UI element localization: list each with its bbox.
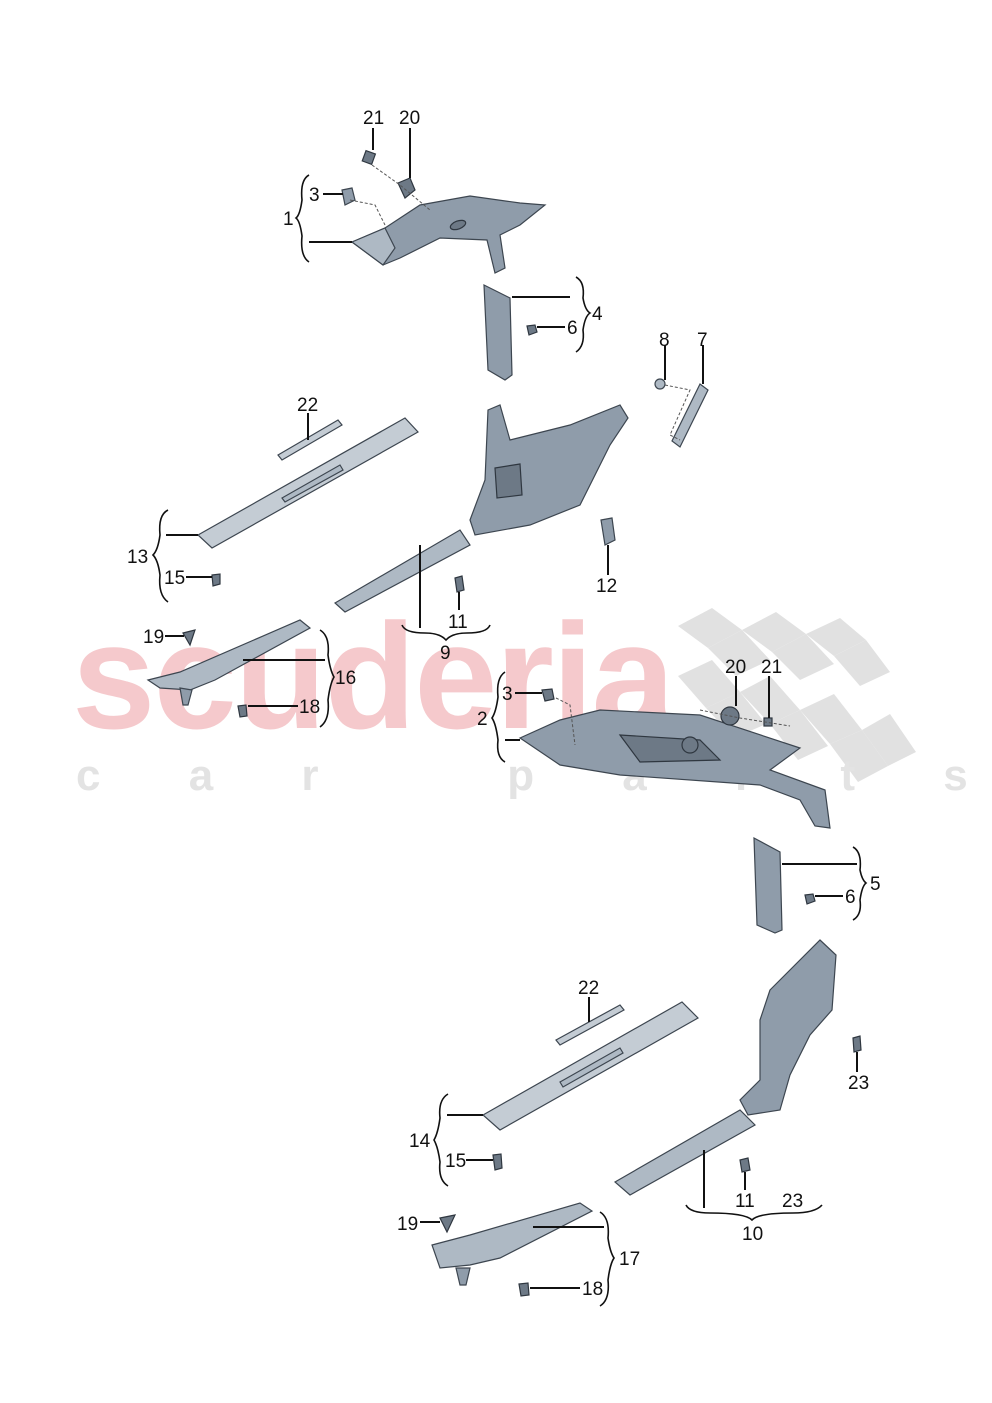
- callout-20: 20: [725, 657, 746, 678]
- callout-14: 14: [409, 1131, 431, 1152]
- callout-5: 5: [870, 874, 881, 895]
- part-15-clip-upper[interactable]: [211, 573, 221, 587]
- part-2-pillar-trim[interactable]: [518, 709, 831, 829]
- part-7-grab-handle[interactable]: [671, 383, 709, 448]
- callout-1: 1: [283, 209, 294, 230]
- callout-13: 13: [127, 547, 148, 568]
- part-17-footwell-trim[interactable]: [431, 1202, 594, 1286]
- part-4-pillar-cover[interactable]: [483, 284, 513, 381]
- callout-6: 6: [567, 318, 578, 339]
- part-11-clip-lower[interactable]: [739, 1157, 751, 1173]
- callout-9: 9: [440, 643, 451, 664]
- watermark-subtitle: c a r p a r t s: [76, 751, 992, 800]
- part-9-lower-pillar-trim[interactable]: [333, 404, 629, 613]
- callout-12: 12: [596, 576, 617, 597]
- callout-8: 8: [659, 330, 670, 351]
- part-22-sill-strip-upper[interactable]: [277, 419, 343, 461]
- callout-23: 23: [848, 1073, 869, 1094]
- part-11-clip-upper[interactable]: [454, 575, 465, 593]
- part-14-sill-plate[interactable]: [481, 1001, 699, 1131]
- callout-20: 20: [399, 108, 420, 129]
- callout-3: 3: [502, 684, 513, 705]
- part-3-clip[interactable]: [341, 187, 356, 206]
- part-13-sill-plate[interactable]: [196, 417, 419, 549]
- leader-lines: [151, 128, 868, 1307]
- part-23-cap-upper[interactable]: [852, 1035, 862, 1053]
- part-21-clip[interactable]: [361, 149, 377, 166]
- callout-21: 21: [761, 657, 782, 678]
- callout-19: 19: [397, 1214, 418, 1235]
- callout-18: 18: [582, 1279, 603, 1300]
- callout-22: 22: [578, 978, 599, 999]
- callout-18: 18: [299, 697, 320, 718]
- callout-19: 19: [143, 627, 164, 648]
- part-5-pillar-cover[interactable]: [753, 836, 783, 934]
- part-22-sill-strip-lower[interactable]: [555, 1004, 625, 1046]
- part-18-clip-upper[interactable]: [237, 704, 248, 718]
- callout-10: 10: [742, 1224, 763, 1245]
- part-3-clip-lower[interactable]: [541, 688, 555, 702]
- part-15-clip-lower[interactable]: [492, 1153, 503, 1171]
- callout-15: 15: [164, 568, 185, 589]
- callout-21: 21: [363, 108, 384, 129]
- watermark: scuderia c a r p a r t s: [72, 592, 992, 800]
- callout-11: 11: [735, 1191, 755, 1212]
- callout-2: 2: [477, 709, 488, 730]
- part-1-pillar-trim[interactable]: [350, 195, 547, 274]
- part-16-footwell-trim[interactable]: [146, 619, 312, 706]
- part-20-clip[interactable]: [397, 177, 416, 199]
- callout-4: 4: [592, 304, 603, 325]
- callout-16: 16: [335, 668, 356, 689]
- part-6-clip-lower[interactable]: [804, 893, 816, 905]
- callout-22: 22: [297, 395, 318, 416]
- part-12-cap[interactable]: [600, 517, 616, 546]
- callout-23: 23: [782, 1191, 803, 1212]
- part-19-screw-lower[interactable]: [439, 1214, 457, 1234]
- callout-11: 11: [448, 612, 468, 633]
- callout-17: 17: [619, 1249, 640, 1270]
- callout-7: 7: [697, 330, 708, 351]
- callout-15: 15: [445, 1151, 466, 1172]
- part-19-screw-upper[interactable]: [182, 629, 196, 647]
- part-6-clip-upper[interactable]: [526, 324, 538, 336]
- callout-6: 6: [845, 887, 856, 908]
- part-8-cap[interactable]: [654, 378, 666, 390]
- callout-3: 3: [309, 185, 320, 206]
- part-18-clip-lower[interactable]: [518, 1282, 530, 1297]
- callout-labels: 21 20 3 1 4 6 8 7 22 13 15 12 11 9 19 16…: [127, 108, 881, 1300]
- part-10-lower-pillar-trim[interactable]: [613, 939, 837, 1196]
